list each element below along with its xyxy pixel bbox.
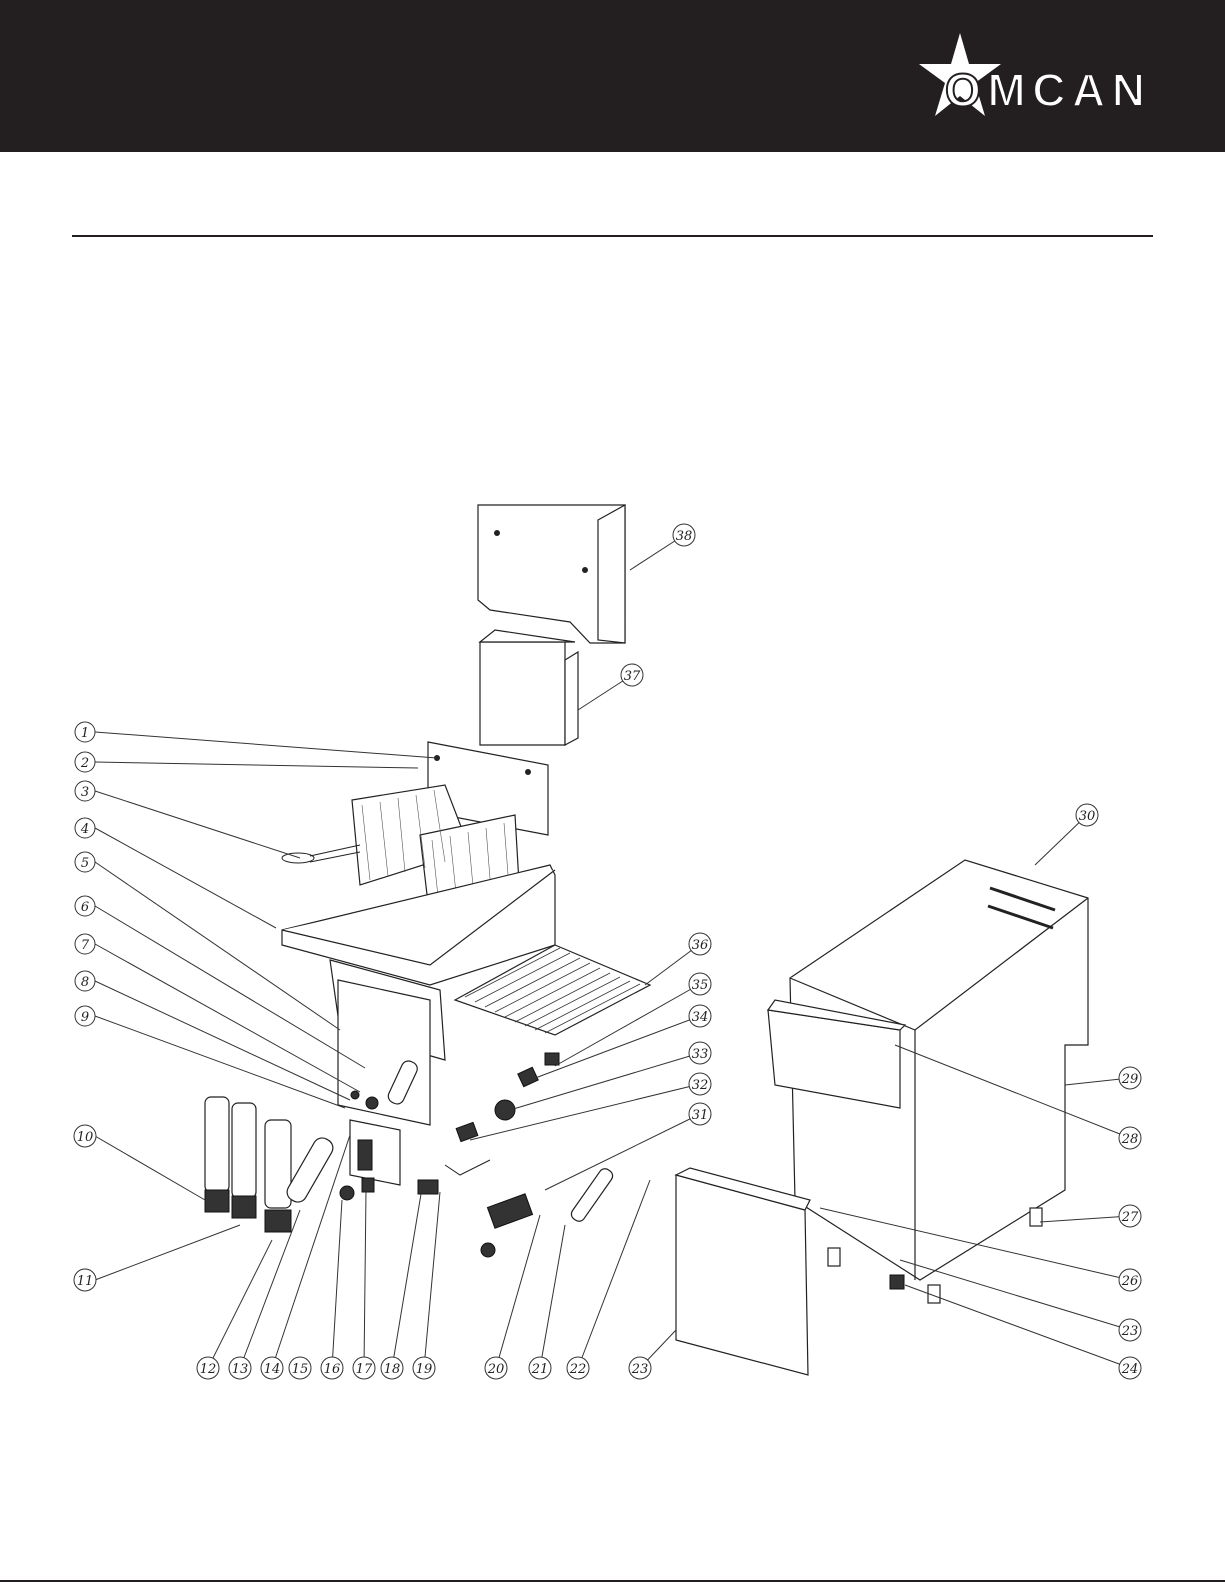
callout-11: 11 bbox=[74, 1269, 96, 1291]
svg-text:23: 23 bbox=[631, 1362, 649, 1377]
callout-26: 26 bbox=[1119, 1269, 1141, 1291]
svg-text:3: 3 bbox=[81, 785, 89, 800]
callout-14: 14 bbox=[261, 1357, 283, 1379]
callout-31: 31 bbox=[689, 1103, 711, 1125]
svg-text:5: 5 bbox=[81, 856, 89, 871]
svg-text:8: 8 bbox=[81, 975, 89, 990]
svg-text:30: 30 bbox=[1079, 809, 1096, 824]
svg-text:4: 4 bbox=[80, 822, 89, 837]
callout-7: 7 bbox=[75, 934, 95, 954]
callout-24: 24 bbox=[1119, 1357, 1141, 1379]
svg-text:17: 17 bbox=[356, 1362, 373, 1377]
callout-6: 6 bbox=[75, 896, 95, 916]
svg-text:2: 2 bbox=[80, 756, 89, 771]
svg-text:12: 12 bbox=[200, 1362, 217, 1377]
svg-text:31: 31 bbox=[692, 1108, 709, 1123]
callout-33: 33 bbox=[689, 1042, 711, 1064]
svg-text:23: 23 bbox=[1121, 1324, 1139, 1339]
callout-12: 12 bbox=[197, 1357, 219, 1379]
callout-5: 5 bbox=[75, 852, 95, 872]
svg-text:6: 6 bbox=[81, 900, 89, 915]
svg-text:13: 13 bbox=[232, 1362, 249, 1377]
svg-text:9: 9 bbox=[81, 1010, 89, 1025]
part-5-control-panel bbox=[338, 980, 430, 1185]
part-38-cover bbox=[478, 505, 625, 643]
svg-text:21: 21 bbox=[531, 1362, 549, 1377]
callout-19: 19 bbox=[413, 1357, 435, 1379]
svg-text:28: 28 bbox=[1121, 1132, 1139, 1147]
svg-text:35: 35 bbox=[692, 978, 709, 993]
callout-15: 15 bbox=[289, 1357, 311, 1379]
svg-text:37: 37 bbox=[624, 669, 641, 684]
callout-37: 37 bbox=[621, 664, 643, 686]
callout-38: 38 bbox=[673, 524, 695, 546]
callout-36: 36 bbox=[689, 933, 711, 955]
svg-text:15: 15 bbox=[292, 1362, 309, 1377]
svg-text:34: 34 bbox=[692, 1010, 709, 1025]
callout-1: 1 bbox=[75, 722, 95, 742]
callout-4: 4 bbox=[75, 818, 95, 838]
callout-8: 8 bbox=[75, 971, 95, 991]
svg-text:26: 26 bbox=[1121, 1274, 1139, 1289]
callout-34: 34 bbox=[689, 1005, 711, 1027]
callout-23-cabinet: 23 bbox=[1119, 1319, 1141, 1341]
svg-text:1: 1 bbox=[81, 726, 89, 741]
svg-text:27: 27 bbox=[1121, 1210, 1139, 1225]
part-37-box bbox=[480, 630, 578, 745]
callout-22: 22 bbox=[567, 1357, 589, 1379]
svg-text:11: 11 bbox=[77, 1274, 94, 1289]
svg-text:29: 29 bbox=[1121, 1072, 1139, 1087]
callout-23-door: 23 bbox=[629, 1357, 651, 1379]
svg-text:19: 19 bbox=[416, 1362, 433, 1377]
svg-text:36: 36 bbox=[692, 938, 709, 953]
callout-10: 10 bbox=[74, 1125, 96, 1147]
svg-text:7: 7 bbox=[81, 938, 90, 953]
svg-text:16: 16 bbox=[324, 1362, 341, 1377]
callout-32: 32 bbox=[689, 1073, 711, 1095]
part-10-heating-elements bbox=[205, 1097, 336, 1232]
callout-18: 18 bbox=[381, 1357, 403, 1379]
svg-text:18: 18 bbox=[384, 1362, 401, 1377]
callout-2: 2 bbox=[75, 752, 95, 772]
callout-16: 16 bbox=[321, 1357, 343, 1379]
callout-30: 30 bbox=[1076, 804, 1098, 826]
svg-text:38: 38 bbox=[676, 529, 693, 544]
svg-text:33: 33 bbox=[692, 1047, 709, 1062]
svg-text:14: 14 bbox=[264, 1362, 281, 1377]
callout-29: 29 bbox=[1119, 1067, 1141, 1089]
callout-21: 21 bbox=[529, 1357, 551, 1379]
callout-27: 27 bbox=[1119, 1205, 1141, 1227]
callout-28: 28 bbox=[1119, 1127, 1141, 1149]
callout-17: 17 bbox=[353, 1357, 375, 1379]
callout-13: 13 bbox=[229, 1357, 251, 1379]
callout-20: 20 bbox=[485, 1357, 507, 1379]
callout-35: 35 bbox=[689, 973, 711, 995]
svg-text:10: 10 bbox=[77, 1130, 94, 1145]
svg-text:20: 20 bbox=[487, 1362, 505, 1377]
svg-text:22: 22 bbox=[569, 1362, 587, 1377]
svg-text:24: 24 bbox=[1121, 1362, 1139, 1377]
svg-text:32: 32 bbox=[692, 1078, 709, 1093]
part-30-cabinet bbox=[676, 860, 1088, 1375]
callout-3: 3 bbox=[75, 781, 95, 801]
callout-9: 9 bbox=[75, 1006, 95, 1026]
